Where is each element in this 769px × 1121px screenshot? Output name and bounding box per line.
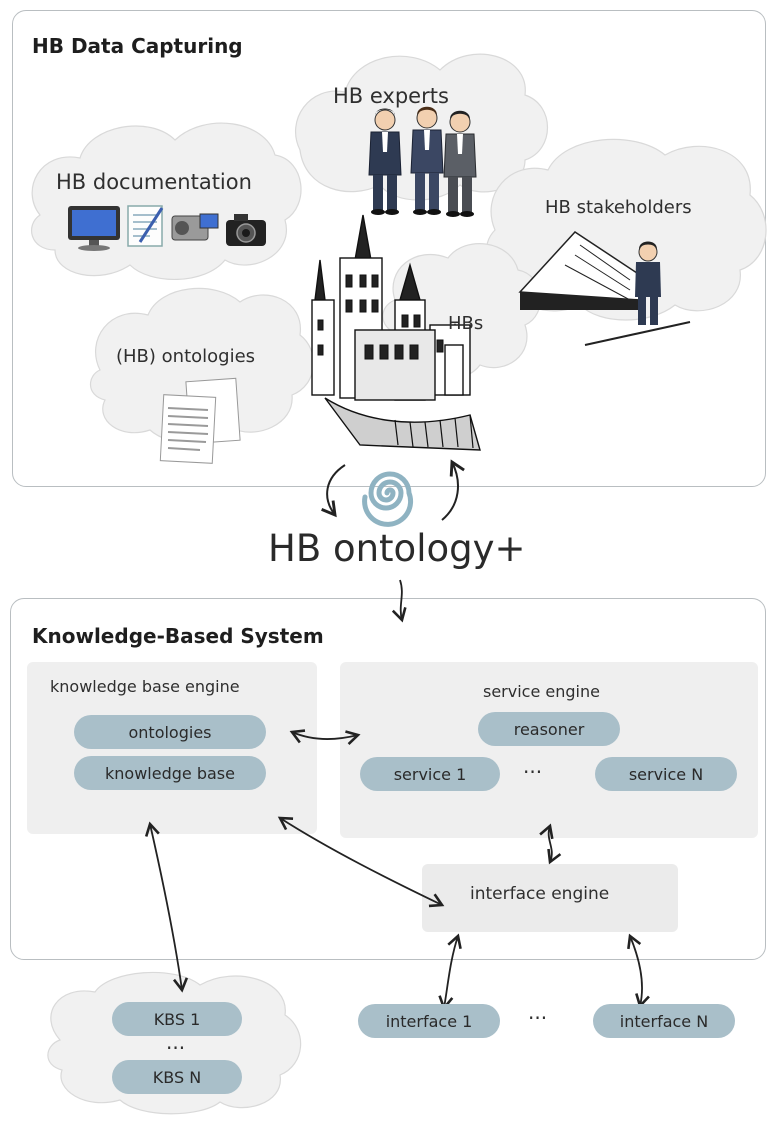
documentation-icons xyxy=(68,205,266,251)
arrow-service-interface xyxy=(539,823,562,865)
service-engine-title: service engine xyxy=(483,682,600,701)
kbs-title: Knowledge-Based System xyxy=(32,624,324,648)
castle-illustration xyxy=(311,214,481,451)
arrow-kb-interface xyxy=(277,816,445,908)
interface-engine-box xyxy=(422,864,678,932)
hb-ontology-label: HB ontology+ xyxy=(268,527,526,570)
reasoner-pill: reasoner xyxy=(478,712,620,746)
camera-icon xyxy=(226,214,266,246)
ontologies-pill: ontologies xyxy=(74,715,266,749)
interface-engine-title: interface engine xyxy=(470,884,610,904)
service-engine-box xyxy=(340,662,758,838)
arrow-interface-n xyxy=(627,933,650,1009)
spiral-icon xyxy=(362,471,414,527)
stakeholders-illustration xyxy=(518,231,691,346)
kbs-n-pill: KBS N xyxy=(112,1060,242,1094)
ontologies-cloud xyxy=(89,287,314,444)
service-n-pill: service N xyxy=(595,757,737,791)
capturing-title: HB Data Capturing xyxy=(32,34,243,58)
monitor-icon xyxy=(68,206,120,251)
kbs-1-pill: KBS 1 xyxy=(112,1002,242,1036)
interface-1-pill: interface 1 xyxy=(358,1004,500,1038)
documents-icon xyxy=(159,377,241,464)
camcorder-icon xyxy=(171,213,219,241)
interface-n-pill: interface N xyxy=(593,1004,735,1038)
stakeholders-label: HB stakeholders xyxy=(545,197,692,218)
documentation-label: HB documentation xyxy=(56,170,252,194)
arrow-interface-1 xyxy=(438,933,462,1011)
knowledge-base-pill: knowledge base xyxy=(74,756,266,790)
hbs-label: HBs xyxy=(448,313,484,334)
ontologies-label: (HB) ontologies xyxy=(116,346,256,367)
experts-label: HB experts xyxy=(333,84,449,108)
arrow-ontology-to-kbs xyxy=(391,579,407,623)
arrow-kb-service xyxy=(289,729,361,745)
experts-figures xyxy=(368,106,477,217)
interface-ellipsis: ··· xyxy=(528,1006,548,1030)
curved-arrow-right xyxy=(441,459,465,521)
knowledge-base-engine-title: knowledge base engine xyxy=(50,677,240,696)
notepad-icon xyxy=(127,205,164,247)
kbs-ellipsis: ··· xyxy=(166,1036,186,1060)
service-1-pill: service 1 xyxy=(360,757,500,791)
arrow-kb-external xyxy=(144,821,189,993)
curved-arrow-left xyxy=(321,464,346,518)
service-ellipsis: ··· xyxy=(523,760,543,784)
